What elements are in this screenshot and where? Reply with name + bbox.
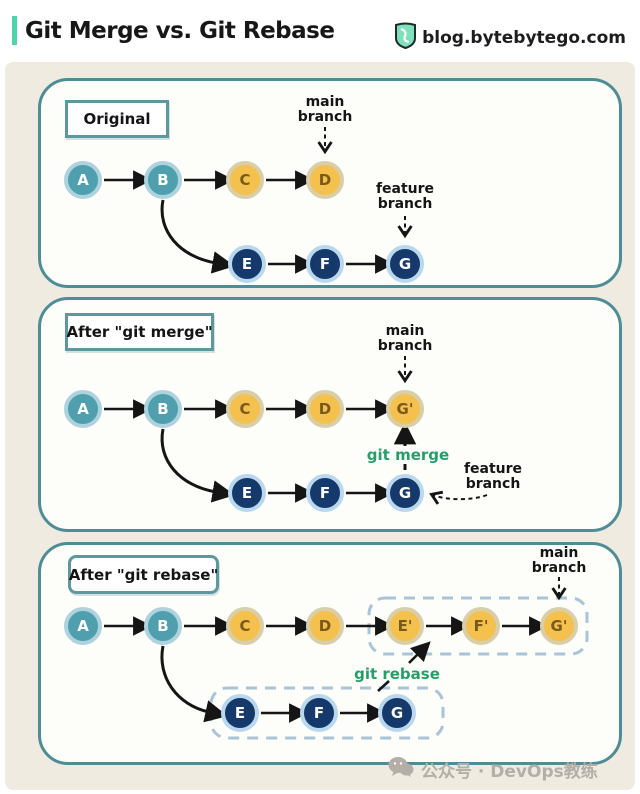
title-accent-bar xyxy=(12,16,17,45)
panel-original: Original main branch feature branch A B … xyxy=(38,78,622,288)
commit-node-b: B xyxy=(144,607,182,645)
commit-node-f: F xyxy=(300,694,338,732)
commit-node-c: C xyxy=(226,607,264,645)
commit-node-b: B xyxy=(144,161,182,199)
commit-node-g: G xyxy=(386,474,424,512)
panel-after-merge: After "git merge" main branch feature br… xyxy=(38,297,622,532)
feature-branch-label: feature branch xyxy=(375,181,435,212)
panel-label-after-rebase: After "git rebase" xyxy=(68,555,219,594)
commit-node-a: A xyxy=(64,161,102,199)
git-rebase-label: git rebase xyxy=(354,665,440,683)
brand: blog.bytebytego.com xyxy=(394,22,626,53)
site-url: blog.bytebytego.com xyxy=(422,27,626,48)
commit-node-d: D xyxy=(306,161,344,199)
commit-node-e: E xyxy=(228,245,266,283)
commit-node-e: E xyxy=(228,474,266,512)
panel-rebase-arrows xyxy=(104,577,589,740)
feature-branch-label: feature branch xyxy=(463,461,523,492)
commit-node-g: G xyxy=(386,245,424,283)
panel-after-rebase: After "git rebase" main branch git rebas… xyxy=(38,542,622,765)
header: Git Merge vs. Git Rebase blog.bytebytego… xyxy=(0,0,640,62)
commit-node-a: A xyxy=(64,607,102,645)
commit-node-a: A xyxy=(64,390,102,428)
commit-node-e: E xyxy=(221,694,259,732)
commit-node-g: G xyxy=(378,694,416,732)
commit-node-f-prime: F' xyxy=(462,607,500,645)
main-branch-label: main branch xyxy=(297,94,353,125)
panel-label-after-merge: After "git merge" xyxy=(65,313,214,351)
commit-node-c: C xyxy=(226,390,264,428)
git-merge-label: git merge xyxy=(363,446,453,464)
watermark-text: 公众号 · DevOps教练 xyxy=(421,762,598,782)
main-branch-label: main branch xyxy=(377,323,433,354)
commit-node-e-prime: E' xyxy=(386,607,424,645)
panel-label-original: Original xyxy=(65,100,169,138)
main-branch-label: main branch xyxy=(531,545,587,576)
commit-node-f: F xyxy=(306,474,344,512)
commit-node-b: B xyxy=(144,390,182,428)
watermark: 公众号 · DevOps教练 xyxy=(388,756,598,783)
commit-node-c: C xyxy=(226,161,264,199)
page-title: Git Merge vs. Git Rebase xyxy=(25,18,335,44)
commit-node-g-prime: G' xyxy=(540,607,578,645)
bytebytego-logo-icon xyxy=(394,22,417,53)
commit-node-g-prime: G' xyxy=(386,390,424,428)
commit-node-f: F xyxy=(306,245,344,283)
panel-original-arrows xyxy=(104,127,413,274)
wechat-icon xyxy=(388,756,414,783)
commit-node-d: D xyxy=(306,390,344,428)
commit-node-d: D xyxy=(306,607,344,645)
